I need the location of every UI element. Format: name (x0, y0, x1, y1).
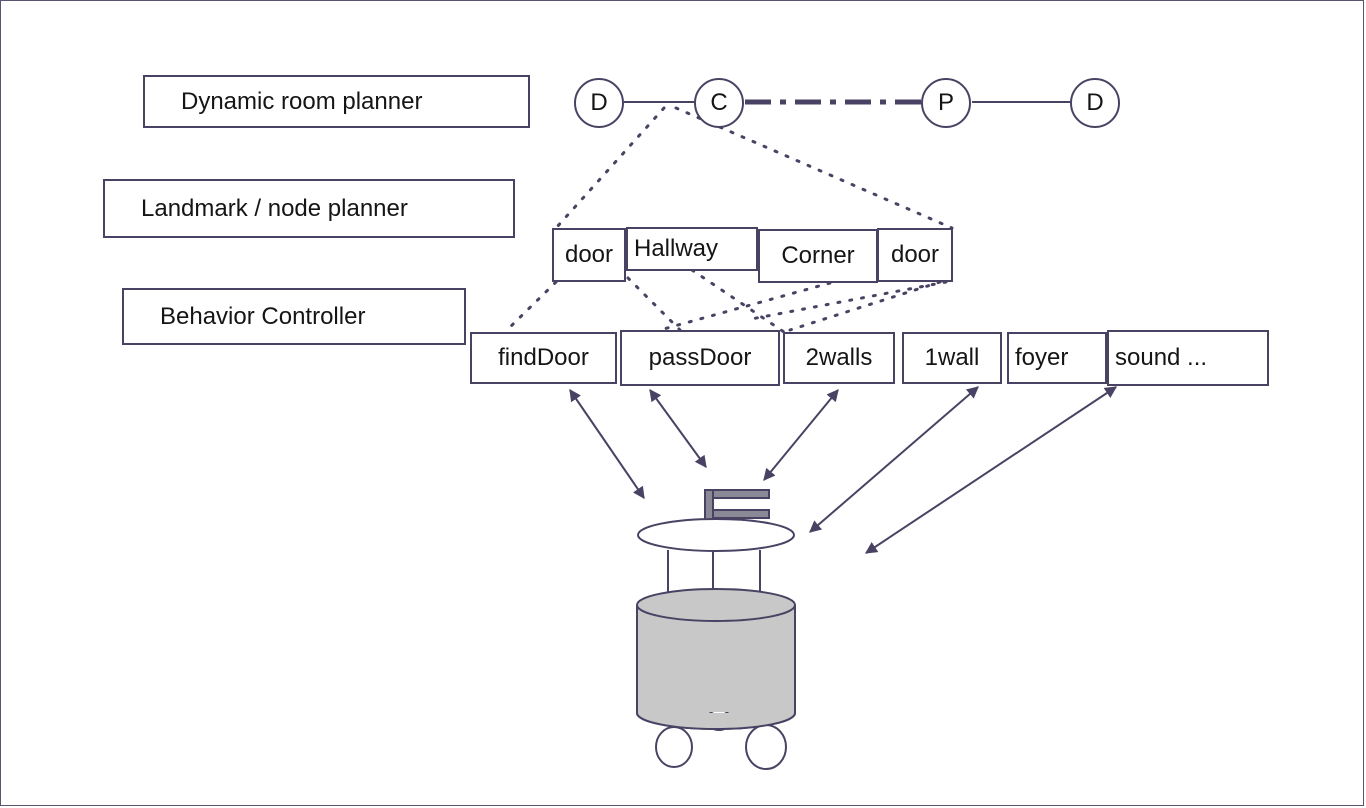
behavior-passdoor: passDoor (620, 330, 780, 386)
landmark-hallway: Hallway (626, 227, 758, 271)
behavior-finddoor: findDoor (470, 332, 617, 384)
level-dynamic-room-planner: Dynamic room planner (143, 75, 530, 128)
landmark-door-right: door (877, 228, 953, 282)
behavior-foyer: foyer (1007, 332, 1107, 384)
behavior-sound: sound ... (1107, 330, 1269, 386)
landmark-door-left: door (552, 228, 626, 282)
room-node-d-end: D (1070, 78, 1120, 128)
level-landmark-node-planner: Landmark / node planner (103, 179, 515, 238)
landmark-corner: Corner (758, 229, 878, 283)
behavior-1wall: 1wall (902, 332, 1002, 384)
room-node-p: P (921, 78, 971, 128)
level-behavior-controller: Behavior Controller (122, 288, 466, 345)
room-node-c: C (694, 78, 744, 128)
behavior-2walls: 2walls (783, 332, 895, 384)
room-node-d-start: D (574, 78, 624, 128)
